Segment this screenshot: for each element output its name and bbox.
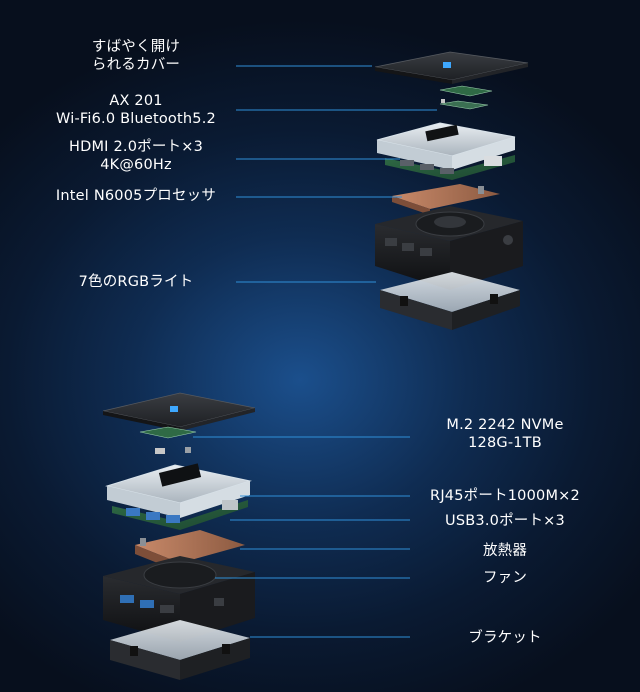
- bottom-ssd-part: [139, 426, 197, 454]
- rj45-label: RJ45ポート1000M×2: [410, 487, 600, 505]
- usb-label-line-1: USB3.0ポート×3: [445, 513, 565, 529]
- bottom-board-part: [105, 463, 252, 530]
- cover-label-line-2: られるカバー: [91, 57, 181, 73]
- cover-label: すばやく開け られるカバー: [46, 38, 226, 74]
- top-leader-lines: [236, 65, 437, 283]
- rj45-label-line-1: RJ45ポート1000M×2: [430, 488, 580, 504]
- top-board-part: [376, 122, 516, 180]
- rgb-label-line-1: 7色のRGBライト: [78, 274, 194, 290]
- top-heatsink-part: [392, 184, 500, 215]
- ssd-label-line-2: 128G-1TB: [468, 435, 542, 451]
- top-case-part: [375, 206, 523, 290]
- top-wifi-card-part: [439, 85, 493, 110]
- hdmi-label-line-2: 4K@60Hz: [100, 157, 172, 173]
- bottom-leader-lines: [193, 436, 410, 638]
- wifi-label: AX 201 Wi-Fi6.0 Bluetooth5.2: [36, 92, 236, 128]
- processor-label: Intel N6005プロセッサ: [36, 187, 236, 205]
- ssd-label-line-1: M.2 2242 NVMe: [446, 417, 564, 433]
- hdmi-label-line-1: HDMI 2.0ポート×3: [69, 139, 203, 155]
- fan-label: ファン: [410, 569, 600, 587]
- top-stack: [374, 51, 529, 330]
- top-bracket-part: [380, 272, 520, 330]
- hdmi-label: HDMI 2.0ポート×3 4K@60Hz: [36, 138, 236, 174]
- heatsink-label: 放熱器: [410, 542, 600, 560]
- fan-label-line-1: ファン: [482, 570, 528, 586]
- rgb-label: 7色のRGBライト: [46, 273, 226, 291]
- bottom-stack: [102, 392, 256, 680]
- wifi-label-line-1: AX 201: [109, 93, 163, 109]
- wifi-label-line-2: Wi-Fi6.0 Bluetooth5.2: [56, 111, 216, 127]
- ssd-label: M.2 2242 NVMe 128G-1TB: [410, 416, 600, 452]
- bracket-label-line-1: ブラケット: [468, 630, 542, 646]
- processor-label-line-1: Intel N6005プロセッサ: [55, 188, 217, 204]
- bottom-cover-part: [102, 392, 256, 431]
- top-cover-part: [374, 51, 529, 84]
- bottom-bracket-part: [110, 620, 250, 680]
- heatsink-label-line-1: 放熱器: [482, 543, 528, 559]
- cover-label-line-1: すばやく開け: [91, 39, 181, 55]
- bracket-label: ブラケット: [410, 629, 600, 647]
- usb-label: USB3.0ポート×3: [410, 512, 600, 530]
